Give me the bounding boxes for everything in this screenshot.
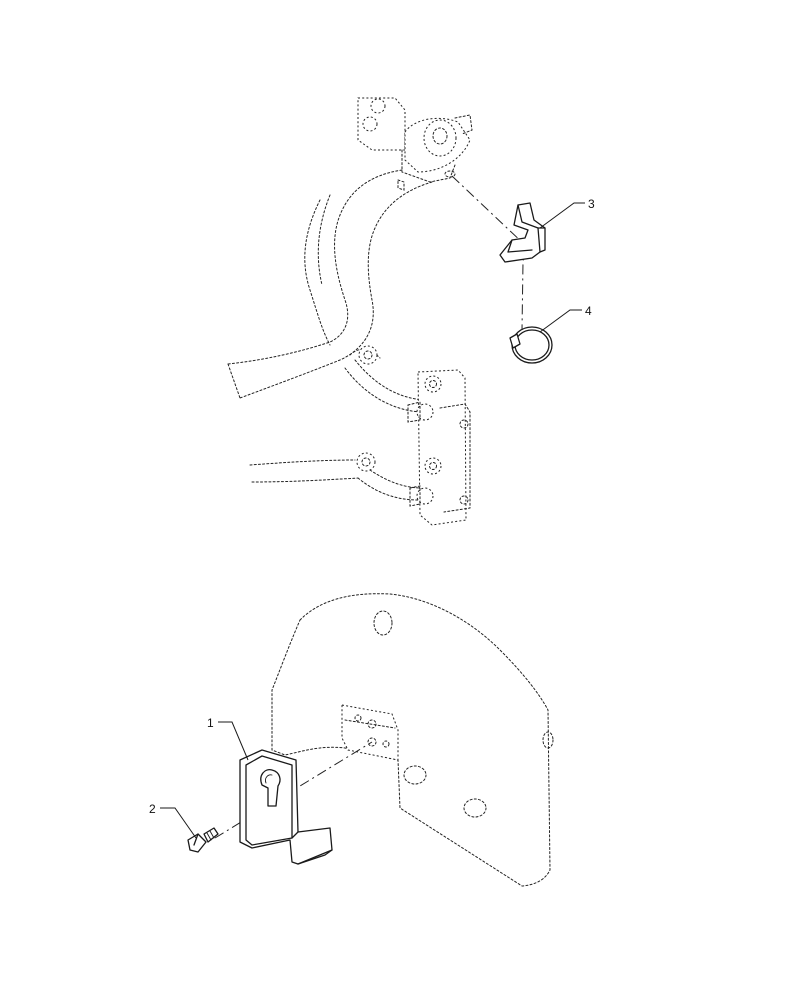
callout-1: 1 [207, 716, 214, 730]
panel-context [271, 593, 554, 887]
leader-line-4 [539, 309, 582, 333]
part-1-holder [239, 749, 333, 865]
leader-line-2 [160, 807, 197, 839]
leader-line-3 [539, 202, 585, 229]
part-3-bracket [499, 202, 546, 263]
callout-4: 4 [585, 304, 592, 318]
hose-assembly-context [227, 97, 473, 526]
callout-3: 3 [588, 197, 595, 211]
leader-line-1 [218, 721, 249, 761]
part-2-screw [187, 827, 219, 853]
callout-2: 2 [149, 802, 156, 816]
part-4-clamp [509, 326, 553, 364]
